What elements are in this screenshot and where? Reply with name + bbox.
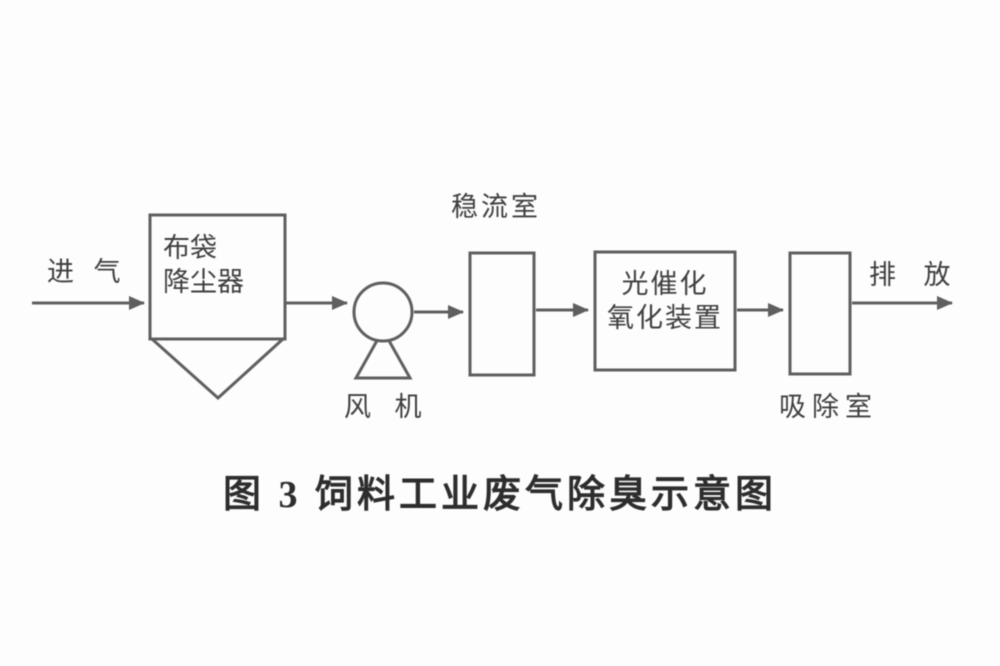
dust-collector-hopper	[148, 337, 287, 401]
dust-collector-label-line1: 布袋	[163, 233, 217, 263]
fan-stand	[353, 326, 413, 380]
dust-collector-label: 布袋 降尘器	[163, 232, 244, 300]
fan-label: 风 机	[344, 392, 430, 422]
photocatalytic-unit-label-line1: 光催化	[621, 269, 709, 299]
outlet-label: 排 放	[869, 260, 961, 290]
inlet-label: 进 气	[47, 257, 127, 287]
photocatalytic-unit-label: 光催化 氧化装置	[595, 268, 735, 336]
absorption-chamber-box	[788, 251, 852, 376]
photocatalytic-unit-box	[593, 250, 737, 372]
absorption-chamber-label: 吸除室	[779, 392, 878, 422]
stabilizing-chamber-box	[468, 251, 536, 377]
figure-caption: 图 3 饲料工业废气除臭示意图	[222, 474, 777, 516]
stabilizing-chamber-label: 稳流室	[451, 192, 541, 222]
fan-circle	[352, 281, 414, 343]
dust-collector-label-line2: 降尘器	[163, 266, 244, 297]
photocatalytic-unit-label-line2: 氧化装置	[607, 302, 723, 333]
